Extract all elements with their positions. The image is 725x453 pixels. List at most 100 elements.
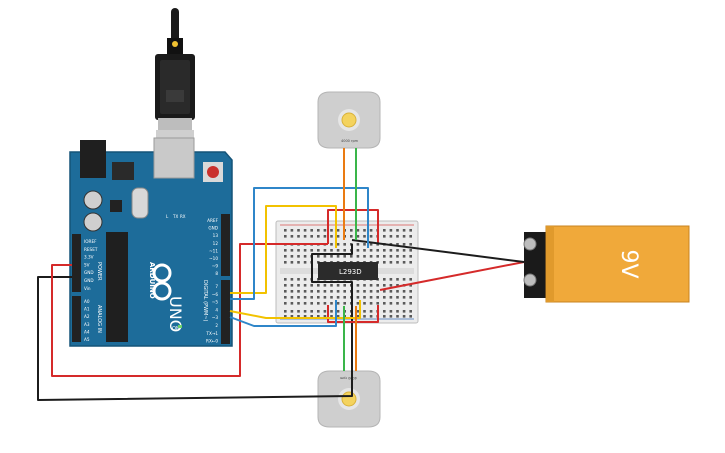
breadboard-hole[interactable] (317, 229, 320, 232)
breadboard-hole[interactable] (396, 261, 399, 264)
breadboard-hole[interactable] (303, 302, 307, 305)
breadboard-hole[interactable] (317, 310, 320, 313)
breadboard-hole[interactable] (290, 249, 294, 252)
breadboard-hole[interactable] (323, 296, 327, 299)
wire-red-battery[interactable] (379, 261, 525, 291)
breadboard-hole[interactable] (297, 261, 300, 264)
breadboard-hole[interactable] (369, 310, 373, 313)
breadboard-hole[interactable] (376, 302, 379, 305)
breadboard-hole[interactable] (290, 278, 294, 281)
breadboard-hole[interactable] (303, 278, 307, 281)
breadboard-hole[interactable] (297, 249, 300, 252)
breadboard-hole[interactable] (303, 229, 307, 232)
breadboard-hole[interactable] (284, 235, 287, 238)
breadboard-hole[interactable] (389, 296, 393, 299)
wire-yellow-bottom[interactable] (229, 300, 361, 319)
breadboard-hole[interactable] (356, 302, 360, 305)
breadboard-hole[interactable] (330, 302, 333, 305)
breadboard-hole[interactable] (336, 229, 340, 232)
breadboard-hole[interactable] (409, 255, 412, 258)
breadboard-hole[interactable] (396, 229, 399, 232)
breadboard-hole[interactable] (409, 290, 412, 293)
breadboard-hole[interactable] (317, 255, 320, 258)
breadboard-hole[interactable] (369, 315, 373, 318)
breadboard-hole[interactable] (323, 235, 327, 238)
breadboard-hole[interactable] (343, 296, 346, 299)
breadboard-hole[interactable] (389, 310, 393, 313)
breadboard-hole[interactable] (343, 284, 346, 287)
digital-header-top[interactable] (221, 214, 230, 276)
breadboard-hole[interactable] (389, 278, 393, 281)
breadboard-hole[interactable] (343, 290, 346, 293)
breadboard-hole[interactable] (290, 310, 294, 313)
breadboard-hole[interactable] (383, 255, 386, 258)
breadboard-hole[interactable] (369, 249, 373, 252)
breadboard-hole[interactable] (389, 284, 393, 287)
breadboard-hole[interactable] (376, 255, 379, 258)
breadboard-hole[interactable] (336, 255, 340, 258)
breadboard-hole[interactable] (356, 315, 360, 318)
breadboard-hole[interactable] (402, 290, 406, 293)
breadboard-hole[interactable] (303, 284, 307, 287)
breadboard-hole[interactable] (336, 235, 340, 238)
breadboard-hole[interactable] (402, 249, 406, 252)
breadboard-hole[interactable] (369, 243, 373, 246)
wire-blue-bottom[interactable] (229, 300, 337, 327)
breadboard-hole[interactable] (317, 249, 320, 252)
breadboard-hole[interactable] (369, 229, 373, 232)
breadboard-hole[interactable] (290, 255, 294, 258)
breadboard-hole[interactable] (363, 296, 366, 299)
power-header[interactable] (72, 234, 81, 292)
breadboard-hole[interactable] (336, 249, 340, 252)
breadboard-hole[interactable] (350, 229, 353, 232)
breadboard-hole[interactable] (336, 296, 340, 299)
breadboard-hole[interactable] (402, 229, 406, 232)
breadboard-hole[interactable] (303, 310, 307, 313)
breadboard-hole[interactable] (330, 296, 333, 299)
breadboard-hole[interactable] (336, 243, 340, 246)
breadboard-hole[interactable] (303, 261, 307, 264)
breadboard-hole[interactable] (356, 255, 360, 258)
wire-black-battery[interactable] (351, 239, 525, 263)
breadboard-hole[interactable] (330, 235, 333, 238)
breadboard-hole[interactable] (396, 243, 399, 246)
breadboard-hole[interactable] (402, 243, 406, 246)
breadboard-hole[interactable] (290, 290, 294, 293)
breadboard-hole[interactable] (396, 296, 399, 299)
breadboard-hole[interactable] (389, 249, 393, 252)
breadboard-hole[interactable] (376, 296, 379, 299)
breadboard-hole[interactable] (284, 310, 287, 313)
breadboard-hole[interactable] (297, 255, 300, 258)
breadboard-hole[interactable] (350, 255, 353, 258)
breadboard-hole[interactable] (310, 302, 313, 305)
breadboard-hole[interactable] (297, 278, 300, 281)
breadboard-hole[interactable] (409, 302, 412, 305)
breadboard-hole[interactable] (317, 315, 320, 318)
breadboard-hole[interactable] (409, 249, 412, 252)
breadboard-hole[interactable] (409, 229, 412, 232)
breadboard-hole[interactable] (369, 290, 373, 293)
wire-red-rail-top[interactable] (327, 209, 379, 244)
breadboard-hole[interactable] (284, 315, 287, 318)
breadboard-hole[interactable] (330, 315, 333, 318)
breadboard-hole[interactable] (389, 255, 393, 258)
breadboard-hole[interactable] (363, 249, 366, 252)
breadboard-hole[interactable] (396, 235, 399, 238)
arduino-uno-board[interactable]: UNO ARDUINO POWER ANALOG IN DIGITAL (PWM… (69, 137, 233, 347)
breadboard-hole[interactable] (330, 290, 333, 293)
breadboard-hole[interactable] (323, 284, 327, 287)
breadboard-hole[interactable] (297, 315, 300, 318)
breadboard-hole[interactable] (409, 310, 412, 313)
breadboard-hole[interactable] (290, 296, 294, 299)
breadboard-hole[interactable] (409, 278, 412, 281)
breadboard-hole[interactable] (330, 243, 333, 246)
breadboard-hole[interactable] (389, 290, 393, 293)
breadboard-hole[interactable] (383, 290, 386, 293)
breadboard-hole[interactable] (284, 296, 287, 299)
breadboard-hole[interactable] (284, 249, 287, 252)
breadboard-hole[interactable] (323, 255, 327, 258)
breadboard-hole[interactable] (402, 302, 406, 305)
breadboard-hole[interactable] (402, 296, 406, 299)
breadboard-hole[interactable] (376, 284, 379, 287)
breadboard-hole[interactable] (310, 315, 313, 318)
